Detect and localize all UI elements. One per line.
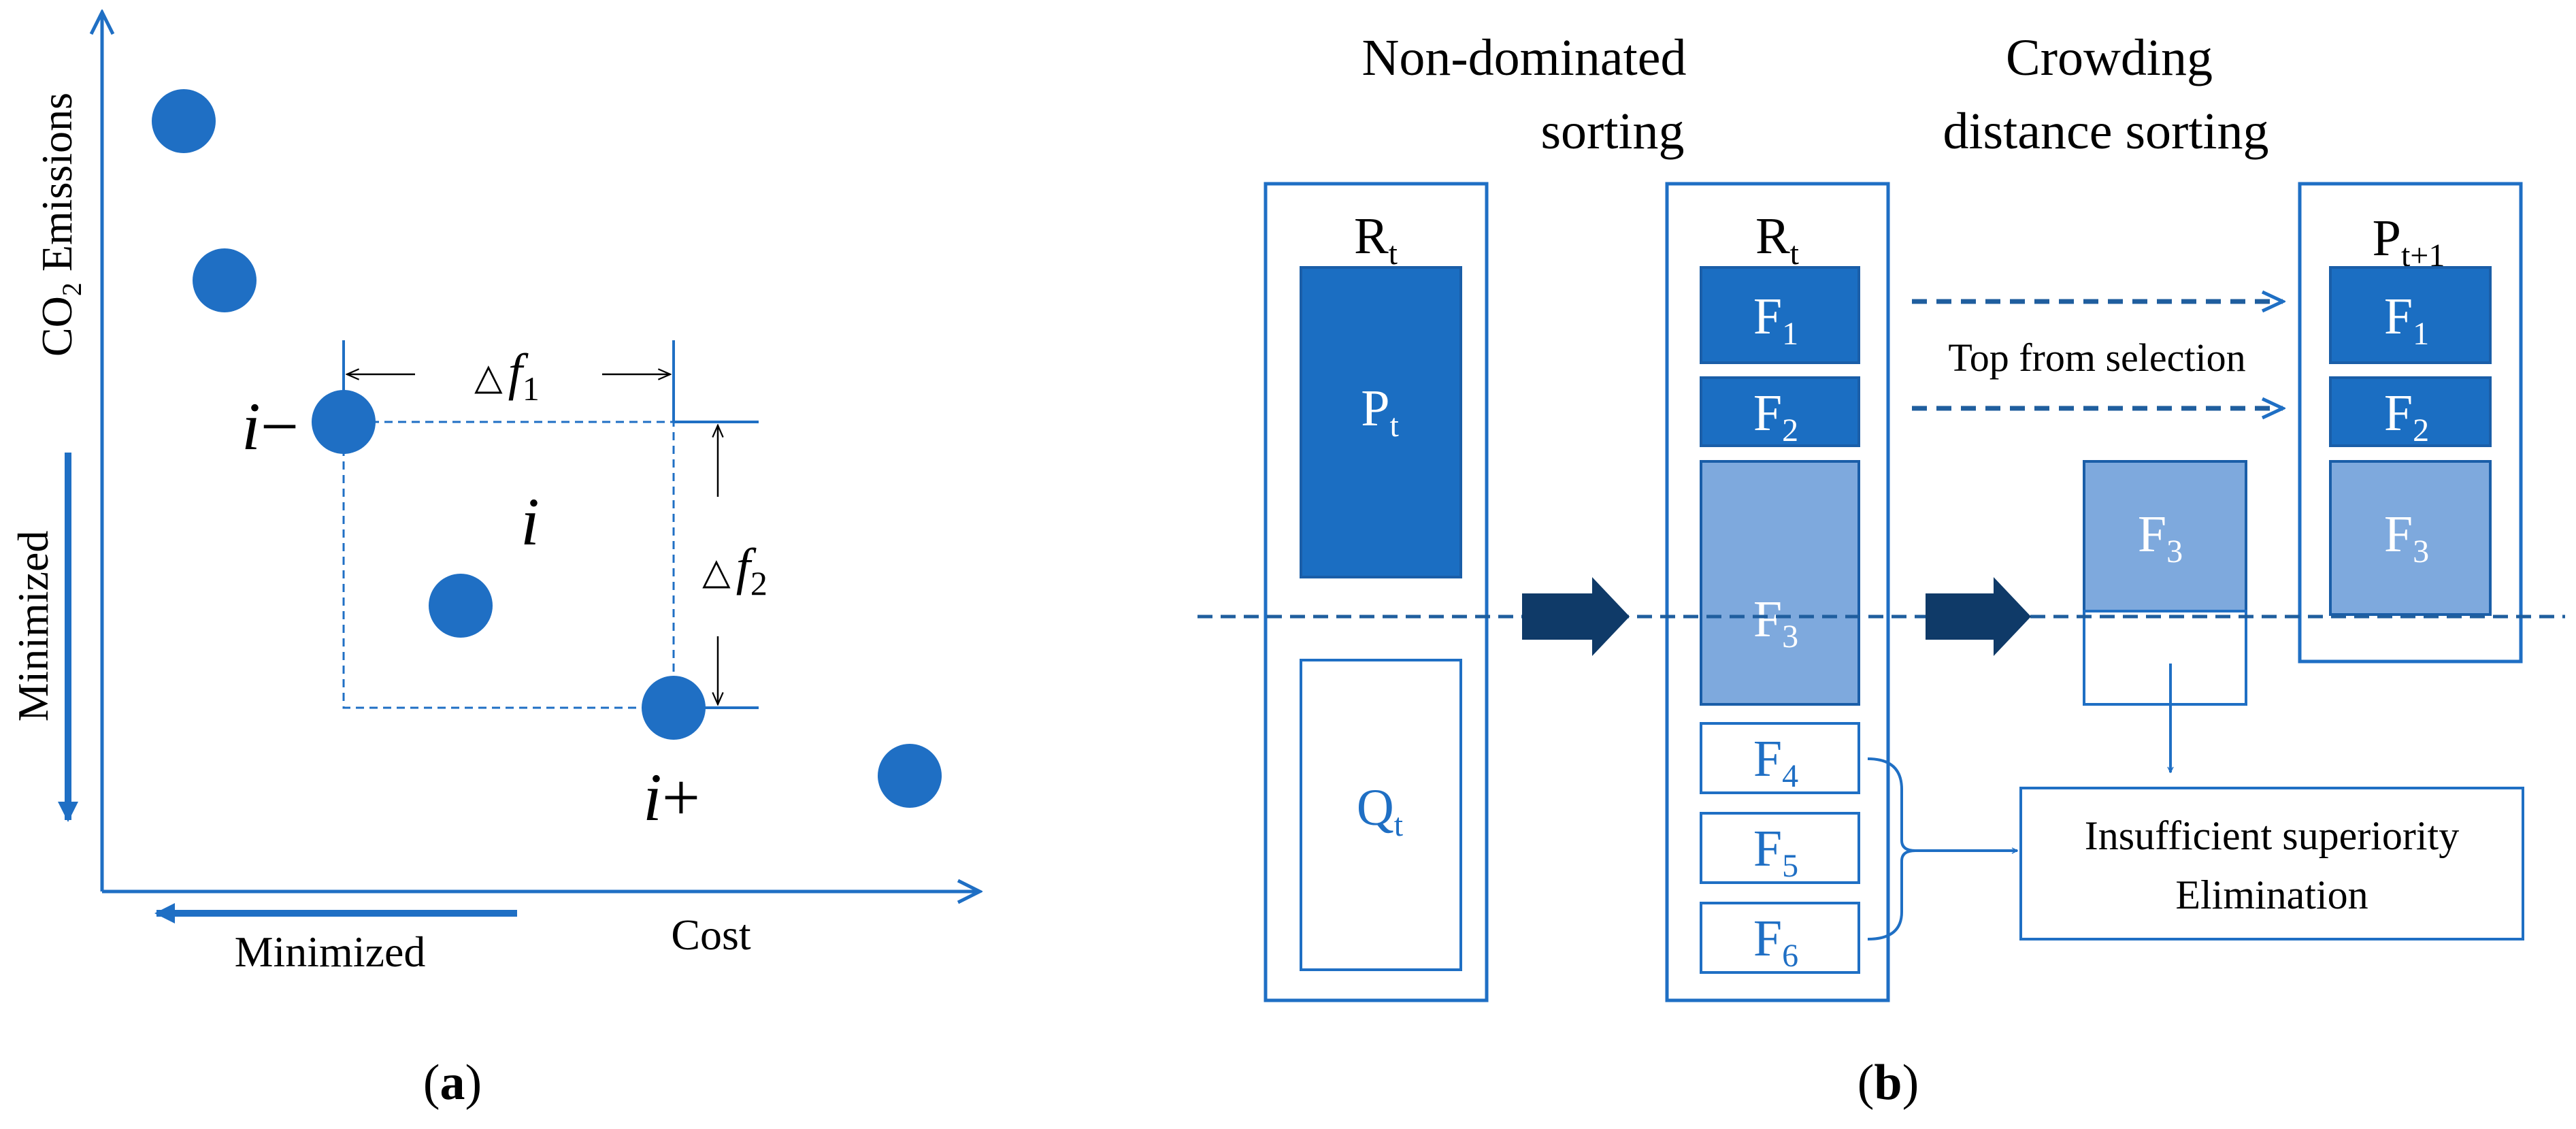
heading-non-dominated: Non-dominated bbox=[1361, 29, 1686, 86]
y-axis-label: CO2 Emissions bbox=[33, 93, 87, 357]
selection-label: Top from selection bbox=[1948, 336, 2245, 380]
rt-left-column bbox=[1264, 182, 1489, 1002]
pareto-point-i-plus bbox=[642, 676, 706, 740]
front-f1-label: F1 bbox=[1753, 288, 1798, 352]
f3-sorted-label: F3 bbox=[2138, 506, 2183, 570]
pt1-f1-block bbox=[2329, 266, 2492, 364]
pt1-f2-label: F2 bbox=[2384, 384, 2429, 448]
rt-left-label: Rt bbox=[1354, 208, 1398, 272]
front-f6-block bbox=[1700, 902, 1860, 974]
front-f5-block bbox=[1700, 812, 1860, 884]
panel-a-label: (a) bbox=[423, 1055, 482, 1111]
rt-middle-label: Rt bbox=[1755, 208, 1800, 272]
front-f2-label: F2 bbox=[1753, 384, 1798, 448]
front-f2-block bbox=[1700, 376, 1860, 447]
pt-block bbox=[1300, 266, 1462, 578]
panel-b: Non-dominated sorting Crowding distance … bbox=[1198, 29, 2565, 1111]
elimination-line2: Elimination bbox=[2175, 872, 2368, 917]
delta-f2-label: △f2 bbox=[702, 538, 767, 602]
rt-middle-column bbox=[1665, 182, 1890, 1002]
pt1-f2-block bbox=[2329, 376, 2492, 447]
heading-crowding: Crowding bbox=[2006, 29, 2213, 86]
qt-block bbox=[1300, 659, 1462, 971]
x-minimized-label: Minimized bbox=[235, 928, 426, 976]
front-f4-block bbox=[1700, 722, 1860, 794]
pareto-point bbox=[152, 89, 216, 153]
elimination-line1: Insufficient superiority bbox=[2085, 813, 2459, 858]
f3-sorted-remainder bbox=[2083, 610, 2247, 706]
i-plus-label: i+ bbox=[643, 759, 700, 835]
pareto-point-i-minus bbox=[312, 390, 376, 454]
elimination-box bbox=[2019, 787, 2524, 940]
f3-sorted-block bbox=[2083, 460, 2247, 612]
heading-distance-sorting: distance sorting bbox=[1943, 103, 2268, 160]
heading-sorting: sorting bbox=[1540, 103, 1684, 160]
pareto-point bbox=[193, 248, 257, 312]
front-f3-block bbox=[1700, 460, 1860, 706]
big-arrow-1 bbox=[1522, 577, 1630, 656]
crowding-box bbox=[342, 421, 675, 709]
pt1-column bbox=[2298, 182, 2523, 664]
qt-label: Qt bbox=[1357, 779, 1404, 843]
fronts-brace bbox=[1867, 757, 1916, 940]
front-f4-label: F4 bbox=[1753, 730, 1798, 794]
x-axis-label: Cost bbox=[671, 911, 751, 959]
panel-b-label: (b) bbox=[1857, 1055, 1919, 1111]
i-label: i bbox=[521, 484, 540, 559]
delta-f1-label: △f1 bbox=[474, 344, 540, 408]
pt1-f3-block bbox=[2329, 460, 2492, 616]
pareto-point-i bbox=[429, 574, 493, 638]
front-f5-label: F5 bbox=[1753, 820, 1798, 884]
i-minus-label: i− bbox=[242, 389, 299, 464]
y-minimized-label: Minimized bbox=[9, 531, 57, 722]
front-f3-label: F3 bbox=[1753, 591, 1798, 655]
pt-label: Pt bbox=[1361, 380, 1399, 444]
pt1-f1-label: F1 bbox=[2384, 288, 2429, 352]
pt1-label: Pt+1 bbox=[2373, 210, 2445, 274]
panel-a: CO2 Emissions Minimized Minimized Cost △… bbox=[9, 12, 980, 1111]
pareto-point bbox=[878, 744, 942, 808]
front-f1-block bbox=[1700, 266, 1860, 364]
front-f6-label: F6 bbox=[1753, 910, 1798, 974]
pt1-f3-label: F3 bbox=[2384, 506, 2429, 570]
big-arrow-2 bbox=[1926, 577, 2031, 656]
